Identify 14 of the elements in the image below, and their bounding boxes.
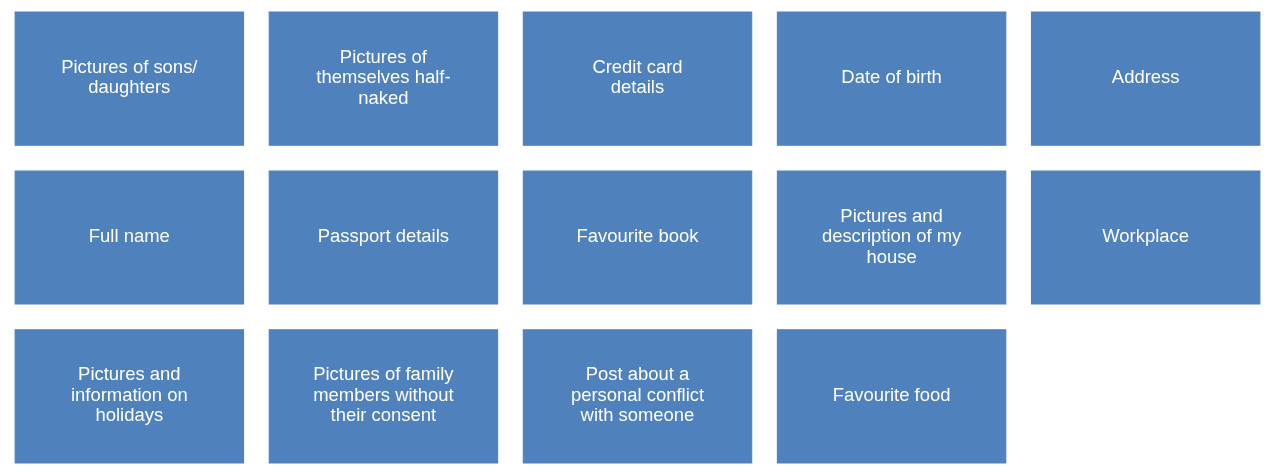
node-box: Date of birth xyxy=(776,11,1007,146)
node-box: Pictures of themselves half-naked xyxy=(268,11,499,146)
node-box: Pictures and information on holidays xyxy=(14,329,245,464)
node-box: Workplace xyxy=(1030,170,1261,305)
node-box: Credit card details xyxy=(522,11,753,146)
node-box: Pictures of sons/ daughters xyxy=(14,11,245,146)
node-box: Pictures of family members without their consent xyxy=(268,329,499,464)
node-box: Post about a personal conflict with someone xyxy=(522,329,753,464)
node-box: Full name xyxy=(14,170,245,305)
node-box: Address xyxy=(1030,11,1261,146)
node-box: Passport details xyxy=(268,170,499,305)
node-box: Favourite food xyxy=(776,329,1007,464)
node-box: Pictures and description of my house xyxy=(776,170,1007,305)
node-box: Favourite book xyxy=(522,170,753,305)
